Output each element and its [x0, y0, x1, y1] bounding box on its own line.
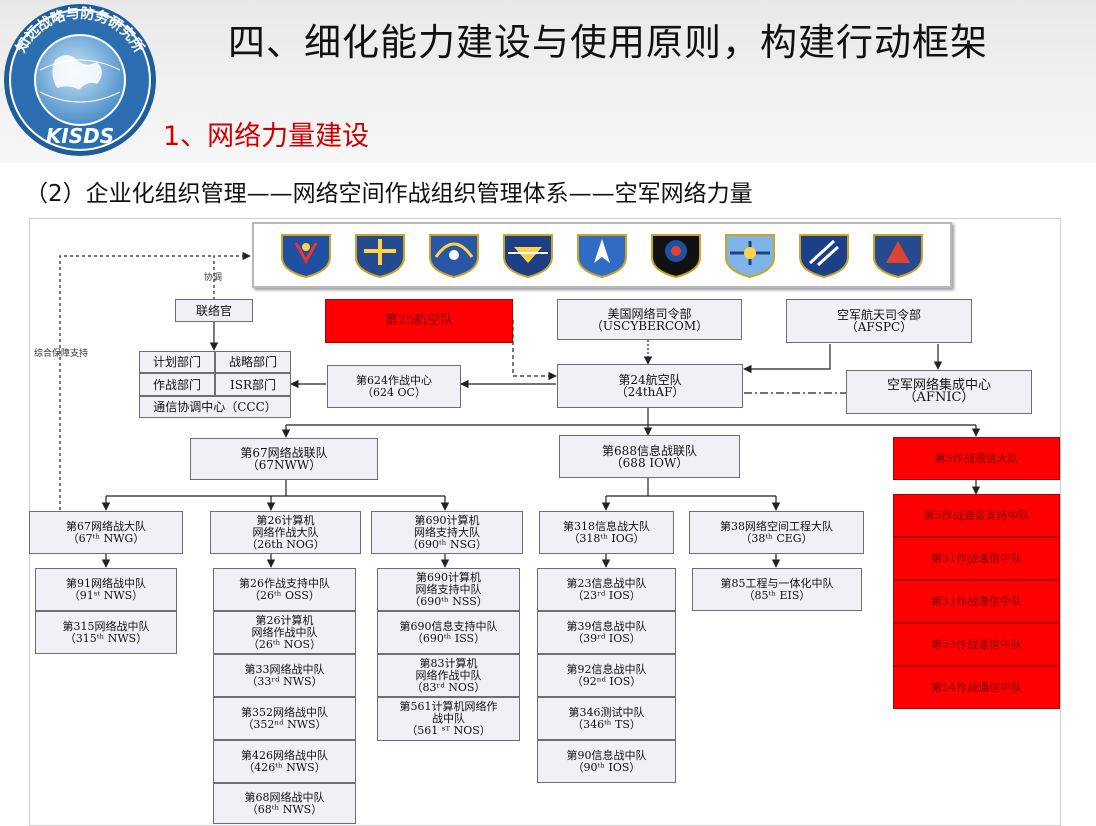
edge-label-support: 综合保障支持: [34, 349, 89, 359]
node-690nsg: 第690计算机 网络支持大队 （690ᵗʰ NSG）: [371, 511, 523, 554]
kisds-logo: 知远战略与防务研究所 KISDS: [4, 4, 156, 156]
afmc-seal-icon: [429, 234, 479, 279]
node-315nws: 第315网络战中队 （315ᵗʰ NWS）: [35, 611, 177, 654]
logo-text-bottom: KISDS: [46, 124, 114, 148]
node-91nws: 第91网络战中队 （91ˢᵗ NWS）: [35, 568, 177, 611]
amc-seal-icon: [725, 234, 775, 279]
node-426nws: 第426网络战中队 （426ᵗʰ NWS）: [213, 740, 356, 783]
node-39ios: 第39信息战中队 （39ʳᵈ IOS）: [537, 611, 676, 654]
node-isr-dept: ISR部门: [215, 373, 291, 396]
node-67nww: 第67网络战联队 （67NWW）: [190, 438, 378, 480]
node-92ios: 第92信息战中队 （92ⁿᵈ IOS）: [537, 654, 676, 697]
node-688iow: 第688信息战联队 （688 IOW）: [559, 435, 740, 478]
node-624-oc: 第624作战中心 （624 OC）: [327, 365, 461, 408]
node-operations-dept: 作战部门: [139, 373, 215, 396]
node-68nws: 第68网络战中队 （68ᵗʰ NWS）: [213, 783, 356, 824]
node-690nss: 第690计算机 网络支持中队 （690ᵗʰ NSS）: [377, 568, 520, 611]
node-561nos: 第561计算机网络作 战中队 （561 ˢᵀ NOS）: [377, 697, 520, 741]
node-352nws: 第352网络战中队 （352ⁿᵈ NWS）: [213, 697, 356, 740]
node-52nd-combat-comms-squadron: 第52作战通信中队: [893, 580, 1060, 623]
node-90ios: 第90信息战中队 （90ᵗʰ IOS）: [537, 740, 676, 783]
node-ccc: 通信协调中心（CCC）: [139, 396, 291, 418]
node-33nws: 第33网络战中队 （33ʳᵈ NWS）: [213, 654, 356, 697]
aetc-seal-icon: [355, 234, 405, 279]
acc-seal-icon: [281, 234, 331, 279]
afrc-seal-icon: [503, 234, 553, 279]
node-54th-combat-comms-squadron: 第54作战通信中队: [893, 666, 1060, 709]
node-83nos: 第83计算机 网络作战中队 （83ʳᵈ NOS）: [377, 654, 520, 697]
node-uscybercom: 美国网络司令部 （USCYBERCOM）: [557, 299, 742, 340]
edge-label-coordinate: 协调: [204, 273, 223, 283]
node-85eis: 第85工程与一体化中队 （85ᵗʰ EIS）: [692, 568, 862, 611]
node-26nog: 第26计算机 网络作战大队 （26th NOG）: [210, 511, 361, 554]
command-seals: [281, 234, 923, 279]
node-67nwg: 第67网络战大队 （67ᵗʰ NWG）: [29, 511, 183, 554]
afspc-seal-icon: [577, 234, 627, 279]
node-690iss: 第690信息支持中队 （690ᵗʰ ISS）: [377, 611, 520, 654]
node-afspc: 空军航天司令部 （AFSPC）: [786, 299, 972, 343]
node-24th-air-force: 第24航空队 （24thAF）: [557, 364, 743, 408]
node-51st-combat-comms-squadron: 第51作战通信中队: [893, 537, 1060, 580]
node-5th-combat-comms-group: 第5作战通信大队: [893, 437, 1060, 480]
command-seals-strip: [252, 222, 952, 288]
section-title: 1、网络力量建设: [163, 121, 370, 152]
node-26oss: 第26作战支持中队 （26ᵗʰ OSS）: [213, 568, 356, 611]
pacaf-seal-icon: [799, 234, 849, 279]
node-26nos: 第26计算机 网络作战中队 （26ᵗʰ NOS）: [213, 611, 356, 654]
node-53rd-combat-comms-squadron: 第53作战通信中队: [893, 623, 1060, 666]
node-liaison-officer: 联络官: [175, 299, 253, 322]
subtitle: （2）企业化组织管理——网络空间作战组织管理体系——空军网络力量: [25, 181, 753, 207]
node-strategy-dept: 战略部门: [215, 351, 291, 373]
node-5th-combat-comms-support-squadron: 第5作战通信支持中队: [893, 494, 1060, 537]
header-band: [0, 0, 1096, 163]
node-25th-air-force: 第25航空队: [325, 299, 513, 343]
node-38ceg: 第38网络空间工程大队 （38ᵗʰ CEG）: [689, 511, 864, 554]
node-346ts: 第346测试中队 （346ᵗʰ TS）: [537, 697, 676, 740]
node-318iog: 第318信息战大队 （318ᵗʰ IOG）: [539, 511, 674, 554]
afsoc-seal-icon: [651, 234, 701, 279]
slide-title: 四、细化能力建设与使用原则，构建行动框架: [228, 21, 988, 64]
usafe-seal-icon: [873, 234, 923, 279]
node-afnic: 空军网络集成中心 （AFNIC）: [846, 370, 1032, 414]
node-23ios: 第23信息战中队 （23ʳᵈ IOS）: [537, 568, 676, 611]
node-planning-dept: 计划部门: [139, 351, 215, 373]
